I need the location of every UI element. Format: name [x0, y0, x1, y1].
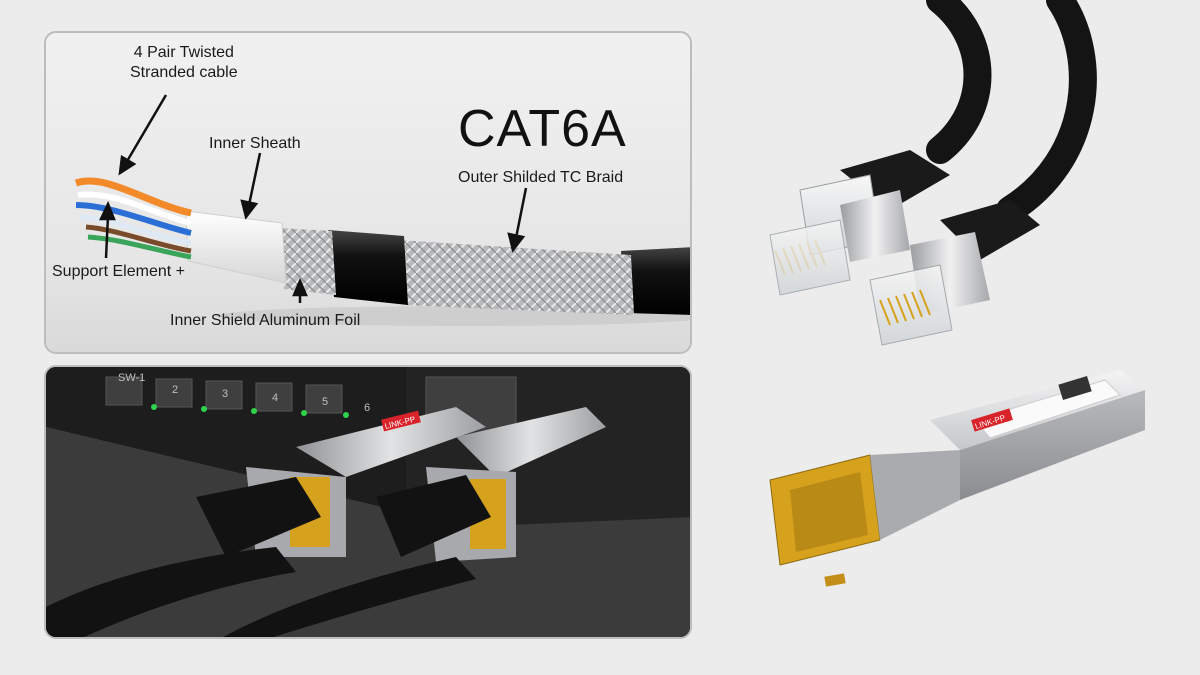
port-label-5: 5: [322, 396, 328, 408]
inner-shield-foil: [278, 228, 336, 295]
label-support-element: Support Element +: [52, 263, 185, 280]
outer-jacket-right: [621, 247, 690, 315]
port-label-3: 3: [222, 388, 228, 400]
sfp-rj45-transceiver: LINK-PP: [769, 370, 1145, 587]
label-inner-sheath: Inner Sheath: [209, 135, 301, 152]
patch-cables: [46, 475, 491, 637]
label-twisted-pair-line2: Stranded cable: [130, 64, 238, 81]
twisted-pairs: [74, 177, 192, 260]
port-label-6: 6: [364, 402, 370, 414]
outer-braid: [398, 240, 634, 315]
port-label-4: 4: [272, 392, 278, 404]
inner-sheath: [185, 210, 287, 284]
rj45-connector-right: [869, 232, 990, 346]
port-label-2: 2: [172, 384, 178, 396]
label-outer-braid: Outer Shilded TC Braid: [458, 169, 624, 186]
port-label-1: SW-1: [118, 372, 145, 384]
switch-photo-panel: SW-1 2 3 4 5 6 LINK-PP: [44, 365, 692, 639]
diagram-title: CAT6A: [458, 100, 627, 158]
label-twisted-pair-line1: 4 Pair Twisted: [133, 44, 234, 61]
rj45-connector-left: [769, 174, 910, 296]
outer-jacket-band: [328, 230, 408, 305]
cable-illustration: [74, 94, 690, 326]
switch-photo: SW-1 2 3 4 5 6 LINK-PP: [46, 367, 690, 637]
callout-arrows: [99, 94, 528, 303]
cable-diagram-panel: CAT6A 4 Pair Twisted Stranded cable Inne…: [44, 31, 692, 354]
label-twisted-pair: 4 Pair Twisted Stranded cable: [130, 43, 238, 83]
rj45-patch-cable: [769, 0, 1097, 346]
label-inner-shield: Inner Shield Aluminum Foil: [170, 312, 361, 329]
